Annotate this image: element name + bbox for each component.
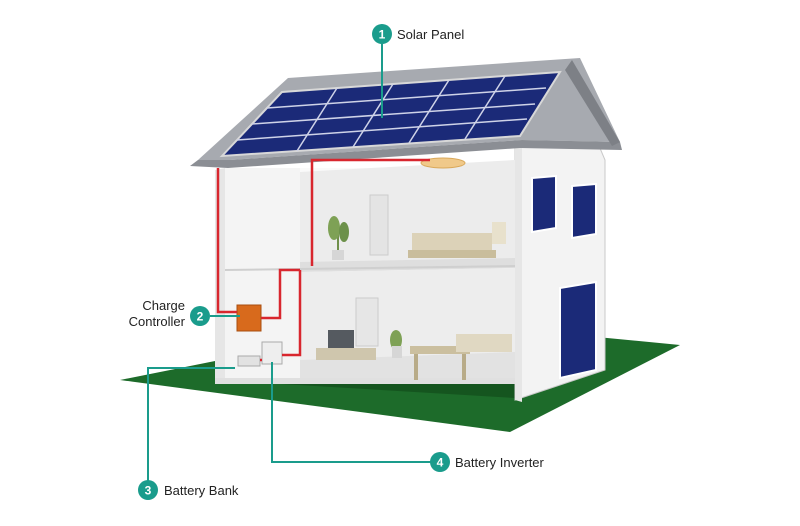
callout-number-1: 1 <box>379 28 386 42</box>
callout-number-4: 4 <box>437 456 444 470</box>
ceiling-light <box>420 157 466 169</box>
battery-bank <box>237 355 261 367</box>
callout-badge-4 <box>430 452 450 472</box>
callout-leaders <box>147 44 432 490</box>
charge-controller <box>236 304 262 332</box>
callout-solar-panel: 1 Solar Panel <box>372 24 464 44</box>
callout-badge-1 <box>372 24 392 44</box>
upstairs-furniture <box>328 194 506 260</box>
callout-label-solar-panel: Solar Panel <box>397 27 464 42</box>
downstairs-furniture <box>316 297 512 380</box>
battery-inverter <box>261 341 283 365</box>
side-windows <box>531 174 597 380</box>
callout-label-controller: Controller <box>129 314 186 329</box>
callout-battery-bank: 3 Battery Bank <box>138 480 239 500</box>
callout-label-battery-bank: Battery Bank <box>164 483 239 498</box>
callout-label-battery-inverter: Battery Inverter <box>455 455 545 470</box>
red-wiring <box>216 158 430 362</box>
callout-badge-2 <box>190 306 210 326</box>
callout-badge-3 <box>138 480 158 500</box>
callout-battery-inverter: 4 Battery Inverter <box>430 452 545 472</box>
solar-panel-array <box>219 70 562 158</box>
callout-number-2: 2 <box>197 310 204 324</box>
callout-number-3: 3 <box>145 484 152 498</box>
callout-label-charge: Charge <box>142 298 185 313</box>
callout-charge-controller: 2 Charge Controller <box>129 298 210 329</box>
